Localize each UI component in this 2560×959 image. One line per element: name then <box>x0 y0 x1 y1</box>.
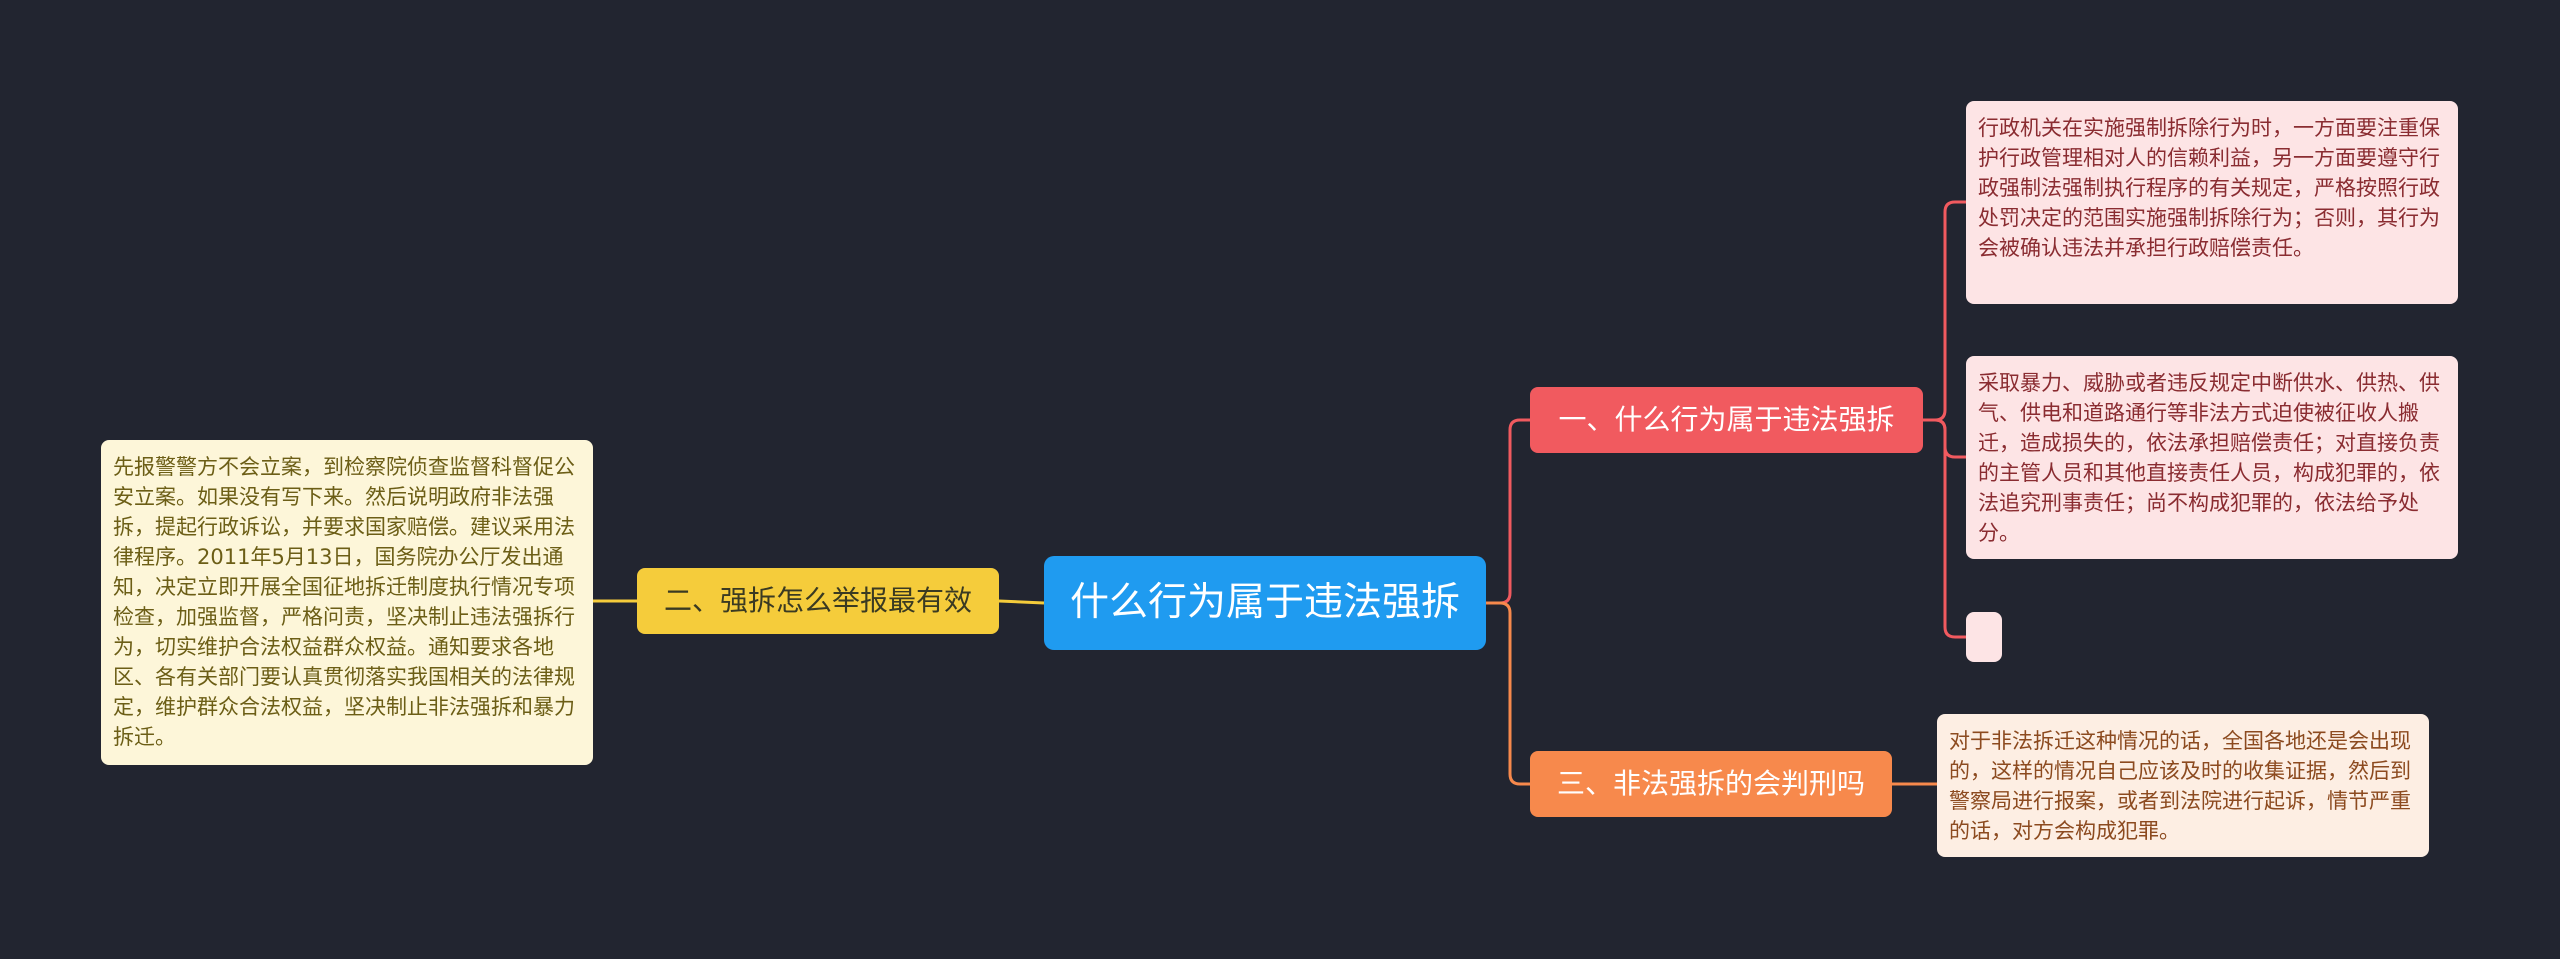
link-root-right3 <box>1486 601 1530 786</box>
leaf-node-illegal-acts-2[interactable]: 采取暴力、威胁或者违反规定中断供水、供热、供气、供电和道路通行等非法方式迫使被征… <box>1966 356 2458 559</box>
root-node[interactable]: 什么行为属于违法强拆 <box>1044 556 1486 650</box>
leaf-node-illegal-acts-3-empty[interactable] <box>1966 612 2002 662</box>
leaf-node-sentencing[interactable]: 对于非法拆迁这种情况的话，全国各地还是会出现的，这样的情况自己应该及时的收集证据… <box>1937 714 2429 857</box>
branch-node-report-label: 二、强拆怎么举报最有效 <box>663 584 972 617</box>
root-node-label: 什么行为属于违法强拆 <box>1069 580 1460 625</box>
link-right1-leaf-c <box>1923 418 1966 639</box>
branch-node-illegal-acts-label: 一、什么行为属于违法强拆 <box>1558 403 1895 436</box>
leaf-node-report-text: 先报警警方不会立案，到检察院侦查监督科督促公安立案。如果没有写下来。然后说明政府… <box>113 455 575 749</box>
branch-node-sentencing-label: 三、非法强拆的会判刑吗 <box>1556 767 1865 800</box>
leaf-node-illegal-acts-1-text: 行政机关在实施强制拆除行为时，一方面要注重保护行政管理相对人的信赖利益，另一方面… <box>1978 116 2440 260</box>
leaf-node-illegal-acts-2-text: 采取暴力、威胁或者违反规定中断供水、供热、供气、供电和道路通行等非法方式迫使被征… <box>1978 371 2440 545</box>
link-root-left <box>998 599 1045 605</box>
branch-node-illegal-acts[interactable]: 一、什么行为属于违法强拆 <box>1530 387 1923 453</box>
branch-node-sentencing[interactable]: 三、非法强拆的会判刑吗 <box>1530 751 1892 817</box>
leaf-node-sentencing-text: 对于非法拆迁这种情况的话，全国各地还是会出现的，这样的情况自己应该及时的收集证据… <box>1949 729 2411 843</box>
leaf-node-illegal-acts-1[interactable]: 行政机关在实施强制拆除行为时，一方面要注重保护行政管理相对人的信赖利益，另一方面… <box>1966 101 2458 304</box>
link-right1-leaf-a <box>1923 200 1966 422</box>
branch-node-report[interactable]: 二、强拆怎么举报最有效 <box>637 568 999 634</box>
leaf-node-report[interactable]: 先报警警方不会立案，到检察院侦查监督科督促公安立案。如果没有写下来。然后说明政府… <box>101 440 593 765</box>
link-root-right1 <box>1486 418 1530 605</box>
